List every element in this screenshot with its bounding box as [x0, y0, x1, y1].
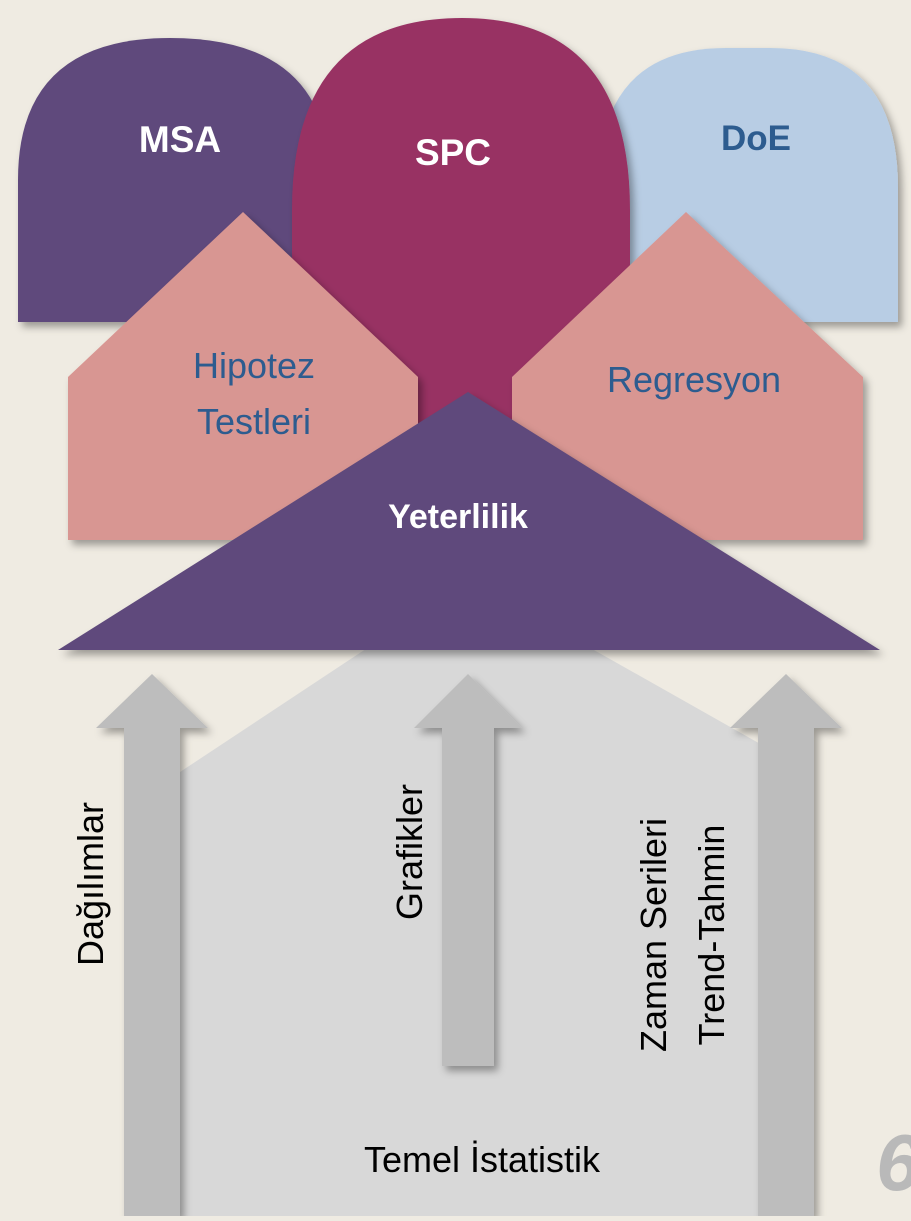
hipotez-house-shape — [68, 212, 418, 540]
zaman-arrow — [730, 674, 842, 1216]
grafikler-label: Grafikler — [389, 784, 430, 920]
zaman-label-line1: Zaman Serileri — [633, 818, 674, 1052]
yeterlilik-roof-shape — [58, 392, 880, 650]
msa-label: MSA — [139, 119, 221, 160]
dagilimlar-arrow — [96, 674, 208, 1216]
dagilimlar-label: Dağılımlar — [70, 802, 111, 966]
hipotez-label-line2: Testleri — [197, 401, 311, 442]
yeterlilik-label: Yeterlilik — [388, 498, 528, 536]
regresyon-house-shape — [512, 212, 863, 540]
doe-label: DoE — [721, 119, 791, 158]
hipotez-label-line1: Hipotez — [193, 345, 315, 386]
spc-label: SPC — [415, 132, 491, 173]
base-house-shape — [180, 580, 810, 1216]
corner-mark: 6 — [876, 1118, 911, 1207]
regresyon-label: Regresyon — [607, 359, 781, 400]
zaman-label-line2: Trend-Tahmin — [691, 825, 732, 1046]
temel-istatistik-label: Temel İstatistik — [364, 1139, 601, 1180]
grafikler-arrow — [414, 674, 522, 1066]
